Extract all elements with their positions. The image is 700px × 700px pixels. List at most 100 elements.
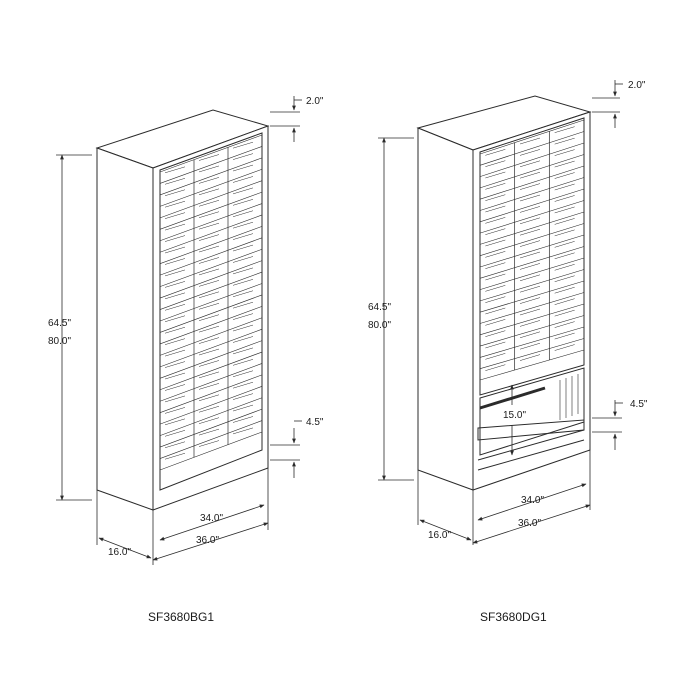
shelf-edge xyxy=(485,217,506,224)
shelf-edge xyxy=(485,239,506,247)
shelf-line xyxy=(479,257,585,290)
shelf-edge xyxy=(232,347,254,355)
shelf-edge xyxy=(198,348,220,356)
shelf-edge xyxy=(485,330,506,337)
shelf-edge xyxy=(485,160,506,167)
shelf-edge xyxy=(554,126,575,133)
shelf-line xyxy=(159,283,263,322)
cabinet-side-panel xyxy=(417,127,474,491)
shelf-edge xyxy=(198,440,220,447)
shelf-edge xyxy=(198,383,220,390)
shelf-line xyxy=(159,431,263,471)
shelf-edge xyxy=(554,183,575,191)
shelf-edge xyxy=(232,370,254,377)
shelf-line xyxy=(159,134,263,173)
shelf-edge xyxy=(554,252,575,260)
shelf-line xyxy=(159,363,263,402)
shelf-edge xyxy=(198,154,220,161)
dim-top-label: 2.0" xyxy=(306,96,324,107)
shelf-line xyxy=(159,386,263,425)
shelf-edge xyxy=(554,229,575,237)
shelf-edge xyxy=(554,241,575,248)
shelf-line xyxy=(479,326,585,358)
shelf-edge xyxy=(232,153,254,160)
shelf-edge xyxy=(164,269,186,277)
shelf-edge xyxy=(519,183,541,190)
model-label-sf3680bg1: SF3680BG1 xyxy=(148,610,214,624)
dim-height-overall-label: 80.0" xyxy=(48,336,71,347)
shelf-edge xyxy=(232,256,254,263)
shelf-edge xyxy=(198,280,220,287)
shelf-line xyxy=(159,248,263,287)
shelf-edge xyxy=(554,206,575,214)
shelf-edge xyxy=(232,187,254,195)
shelf-edge xyxy=(198,188,220,196)
shelf-edge xyxy=(485,364,506,371)
model-label-sf3680dg1: SF3680DG1 xyxy=(480,610,547,624)
shelf-edge xyxy=(164,384,186,391)
shelf-edge xyxy=(485,228,506,235)
shelf-line xyxy=(479,131,585,166)
shelf-edge xyxy=(232,290,254,297)
shelf-edge xyxy=(554,298,575,305)
shelf-edge xyxy=(164,200,186,208)
shelf-edge xyxy=(485,353,506,360)
shelf-edge xyxy=(485,149,506,156)
shelf-edge xyxy=(232,427,254,435)
shelf-edge xyxy=(554,218,575,225)
shelf-edge xyxy=(232,301,254,309)
shelf-edge xyxy=(232,416,254,423)
shelf-edge xyxy=(554,332,575,340)
shelf-edge xyxy=(198,234,220,241)
shelf-edge xyxy=(485,194,506,201)
shelf-edge xyxy=(485,319,506,326)
shelf-line xyxy=(479,349,585,381)
shelf-edge xyxy=(232,336,254,343)
shelf-edge xyxy=(485,251,506,258)
shelf-edge xyxy=(164,178,186,185)
shelf-edge xyxy=(554,149,575,156)
shelf-edge xyxy=(164,349,186,357)
shelf-edge xyxy=(519,137,541,145)
shelf-line xyxy=(159,260,263,299)
dim-height-inner-label: 64.5" xyxy=(368,302,391,313)
shelf-line xyxy=(159,420,263,459)
shelf-edge xyxy=(554,344,575,351)
cabinet-side-panel xyxy=(96,147,154,511)
shelf-edge xyxy=(554,264,575,271)
dim-depth-label: 16.0" xyxy=(428,530,451,541)
shelf-line xyxy=(159,408,263,448)
dim-drawer-label: 15.0" xyxy=(503,410,526,421)
shelf-line xyxy=(159,317,263,356)
shelf-edge xyxy=(519,354,541,361)
shelf-edge xyxy=(554,172,575,179)
shelf-edge xyxy=(198,337,220,344)
shelf-edge xyxy=(554,275,575,282)
shelf-edge xyxy=(164,395,186,403)
shelf-edge xyxy=(485,205,506,213)
shelf-edge xyxy=(198,165,220,173)
shelf-line xyxy=(159,168,263,207)
shelf-line xyxy=(479,338,585,369)
shelf-edge xyxy=(198,303,220,310)
shelf-edge xyxy=(164,430,186,437)
cabinet-sf3680dg1 xyxy=(416,95,592,491)
shelf-line xyxy=(479,223,585,256)
shelf-edge xyxy=(198,325,220,333)
shelf-line xyxy=(479,269,585,302)
shelf-edge xyxy=(164,315,186,322)
dim-depth-label: 16.0" xyxy=(108,547,131,558)
shelf-line xyxy=(159,328,263,368)
shelf-edge xyxy=(232,221,254,229)
shelf-line xyxy=(479,280,585,313)
shelf-line xyxy=(159,397,263,436)
dimensions-sf3680bg1 xyxy=(56,96,302,565)
shelf-edge xyxy=(164,407,186,414)
shelf-edge xyxy=(198,268,220,276)
shelf-edge xyxy=(164,441,186,448)
shelf-edge xyxy=(519,263,541,270)
shelf-edge xyxy=(232,233,254,240)
shelf-edge xyxy=(164,189,186,196)
drawer-handle xyxy=(479,386,546,410)
shelf-edge xyxy=(554,137,575,145)
